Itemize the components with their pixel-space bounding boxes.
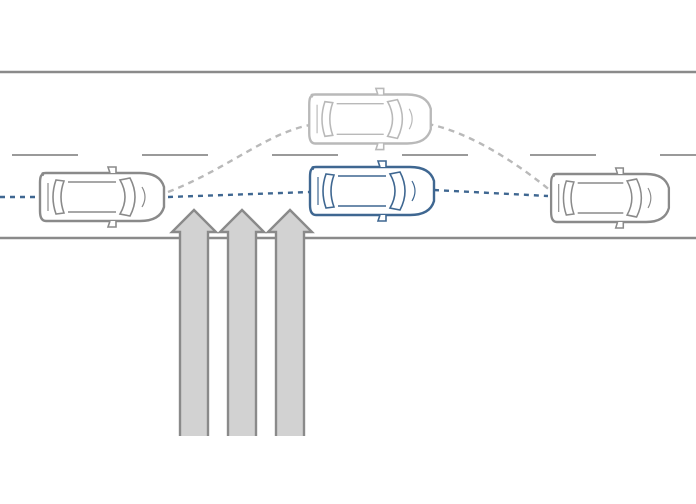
alternate-path-line [167, 122, 553, 194]
ego-path-line-middle [167, 190, 311, 199]
ego-car-icon [308, 159, 436, 223]
ghost-car-icon [308, 87, 432, 151]
leading-car-left-icon [38, 165, 166, 229]
leading-car-right-icon [549, 166, 671, 230]
up-arrow-icon [217, 208, 267, 436]
up-arrow-icon [265, 208, 315, 436]
ego-path-line-right [433, 188, 549, 198]
up-arrow-icon [169, 208, 219, 436]
